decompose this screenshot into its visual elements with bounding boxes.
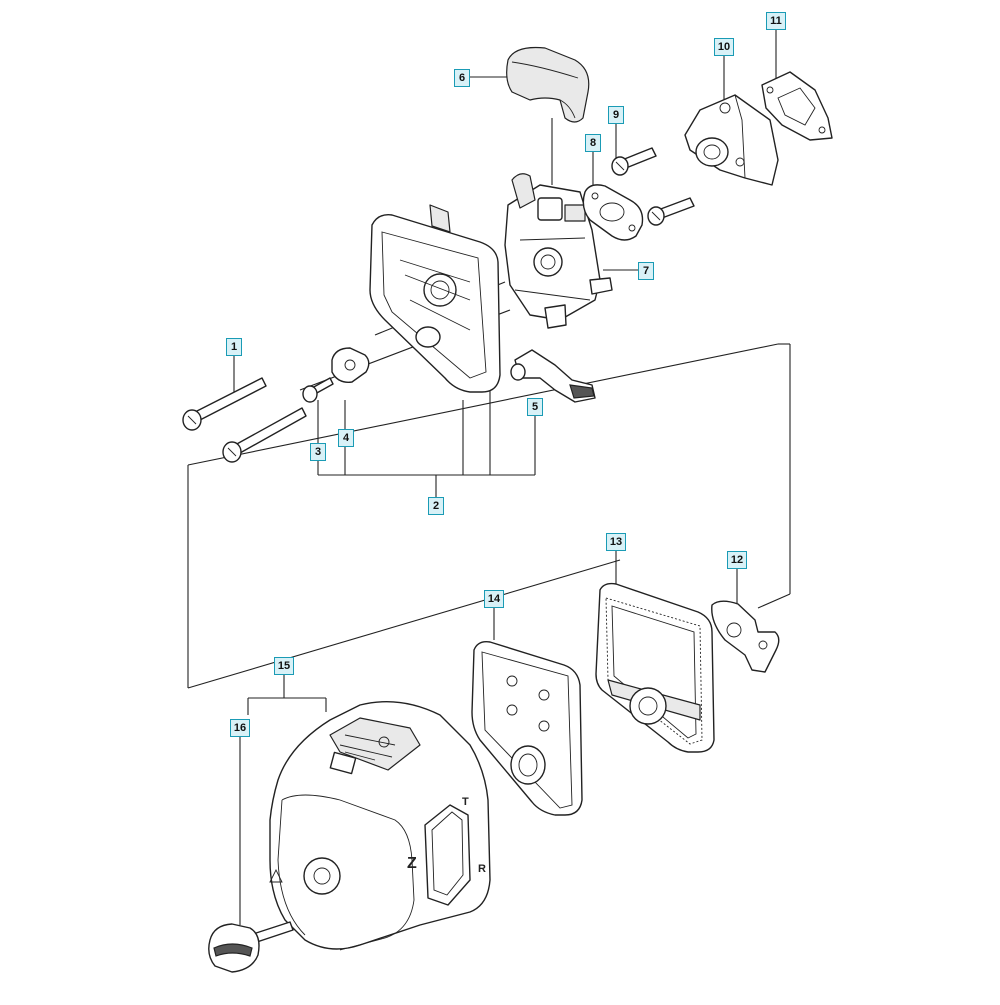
callout-13: 13	[606, 533, 626, 551]
callout-9: 9	[608, 106, 624, 124]
cover-mark-z: Z	[407, 855, 417, 872]
part-8-gasket	[582, 184, 644, 241]
callout-12: 12	[727, 551, 747, 569]
callout-7: 7	[638, 262, 654, 280]
cover-mark-r: R	[478, 863, 486, 875]
leader-lines	[187, 30, 791, 925]
part-4-bracket	[331, 347, 370, 383]
callout-1: 1	[226, 338, 242, 356]
callout-3: 3	[310, 443, 326, 461]
callout-10: 10	[714, 38, 734, 56]
part-12-bracket	[711, 600, 780, 673]
part-11-flange-gasket	[761, 71, 833, 141]
part-3-screw	[302, 377, 334, 403]
part-10-intake-flange	[684, 94, 779, 186]
part-5-choke-lever	[510, 349, 596, 403]
cover-markings: T Z R	[407, 796, 486, 875]
callout-5: 5	[527, 398, 543, 416]
callout-8: 8	[585, 134, 601, 152]
part-2-filter-base	[369, 204, 501, 393]
part-1-bolts	[182, 377, 307, 463]
part-16-knob	[208, 921, 294, 973]
part-6-cap	[506, 46, 590, 123]
part-14-filter-plate	[471, 640, 583, 816]
cover-mark-t: T	[462, 796, 469, 808]
callout-14: 14	[484, 590, 504, 608]
callout-2: 2	[428, 497, 444, 515]
part-7-carburetor	[504, 173, 613, 329]
callout-4: 4	[338, 429, 354, 447]
part-13-filter-element	[595, 582, 715, 753]
part-9-screws	[611, 147, 695, 226]
callout-6: 6	[454, 69, 470, 87]
callout-16: 16	[230, 719, 250, 737]
callout-11: 11	[766, 12, 786, 30]
callout-15: 15	[274, 657, 294, 675]
part-15-filter-cover	[269, 701, 491, 951]
